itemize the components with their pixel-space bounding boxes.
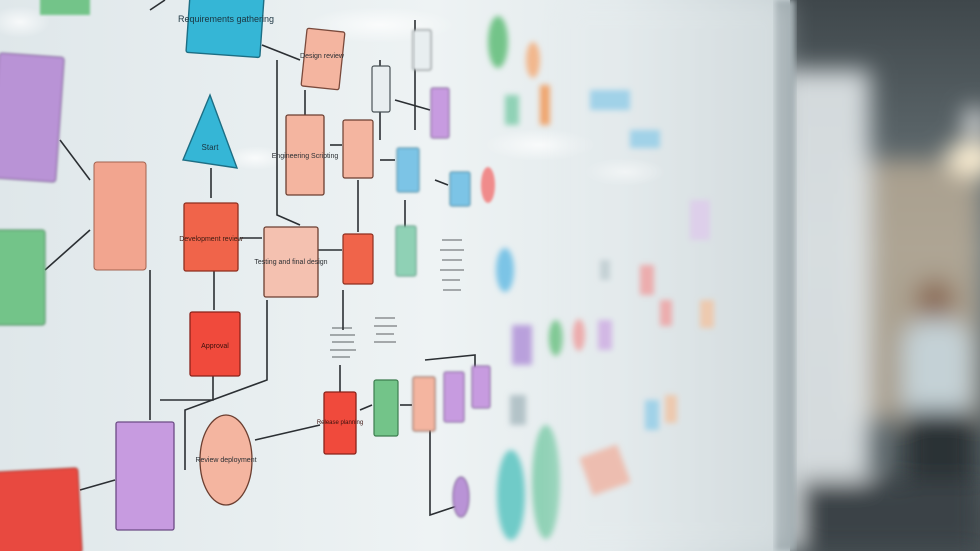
sticky-notes-sharp: Requirements gathering Design review Sta… [0,0,399,551]
note-requirements: Requirements gathering [178,0,274,59]
note-requirements-label: Requirements gathering [178,14,274,24]
note-engineering-label: Engineering Scripting [272,153,339,160]
note-review-label: Review deployment [195,457,256,464]
note-review-oval: Review deployment [195,414,257,506]
note-release: Release planning [317,391,363,455]
note-testing-label: Testing and final design [254,259,327,266]
note-start-triangle: Start [182,93,239,169]
note-approval-label: Approval [201,343,229,350]
note-testing: Testing and final design [254,226,328,298]
note-design-review-label: Design review [300,53,345,60]
note-development-label: Development review [179,236,243,243]
note-start-label: Start [202,143,220,152]
handwriting-scribbles [330,239,464,358]
depth-haze [560,0,790,551]
note-design-review: Design review [300,27,346,91]
flowchart-connectors [44,0,476,517]
note-approval: Approval [189,311,241,377]
note-release-label: Release planning [317,420,363,426]
note-development: Development review [179,202,244,272]
note-engineering: Engineering Scripting [272,114,339,196]
sticky-notes-mid [395,29,495,518]
